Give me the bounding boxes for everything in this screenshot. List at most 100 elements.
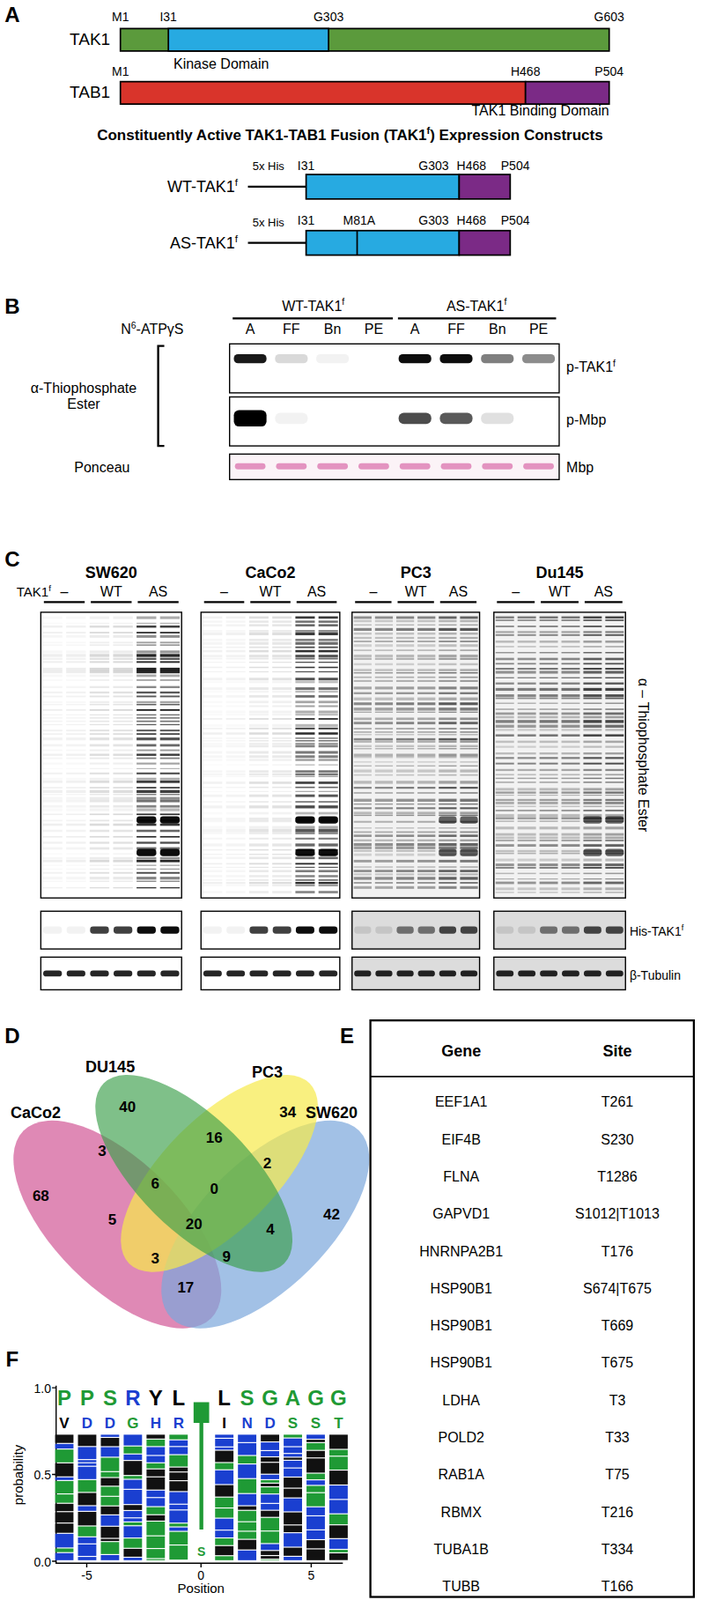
band [495,858,515,862]
band [136,804,156,808]
band [605,662,624,665]
logo-letter-bar [78,1491,97,1505]
band [66,616,86,620]
band [354,643,372,647]
band [89,674,110,678]
band [226,739,246,741]
band [136,886,156,888]
band [318,828,339,832]
band [605,651,624,653]
band [354,811,372,814]
logo-letter-bar [78,1511,97,1525]
band [249,632,269,635]
band [226,731,246,735]
logo-letter-bar [100,1446,119,1457]
logo-letter-bar [123,1517,142,1521]
band [561,790,581,793]
band [160,767,180,769]
band [318,632,339,635]
band [249,884,269,886]
band [66,634,86,638]
band [160,643,180,646]
band [605,969,624,976]
band [89,807,110,811]
band [495,777,515,779]
band [272,804,292,808]
logo-letter-bar [237,1433,257,1441]
band [459,830,478,833]
band [517,715,537,719]
band [495,804,515,807]
logo-letter-bar [214,1438,234,1447]
band [582,839,602,842]
band [539,634,559,636]
logo-letter-bar [237,1521,257,1531]
label-text: 3 [97,1142,106,1160]
band [517,878,537,879]
band [202,890,222,893]
logo-letter-bar [283,1456,303,1459]
band [417,692,436,694]
band [226,723,246,727]
logo-letter-bar [283,1433,303,1437]
band [160,772,180,775]
band [272,817,292,820]
band [396,707,414,710]
band [517,670,537,673]
band [202,831,222,834]
logo-letter-bar [55,1443,74,1448]
band [42,703,62,706]
band [459,826,478,828]
band [375,730,393,733]
band [495,697,515,700]
band [318,654,339,657]
band [249,817,269,820]
band [89,622,110,624]
logo-letter-bar [78,1462,97,1466]
band [561,787,581,790]
logo-letter-bar [260,1555,280,1558]
band [66,653,86,657]
band [249,646,269,649]
band [396,755,414,758]
band [561,677,581,679]
band [112,762,133,765]
band [495,715,515,719]
table-rule [370,1075,694,1078]
band [136,667,156,671]
label-group: AS-TAK1f [169,233,238,252]
band [561,756,581,759]
band [295,717,315,720]
band [202,750,222,753]
band [136,829,156,833]
band [480,354,514,363]
band [318,758,339,761]
band [160,926,179,934]
band [605,866,624,869]
band [112,660,133,663]
band [42,641,62,643]
band [495,794,515,796]
band [89,880,110,882]
ponceau-band [358,463,390,470]
label-text: DU145 [85,1056,135,1076]
band [354,676,372,679]
band [42,749,62,752]
band [112,786,133,789]
band [272,754,292,758]
band [136,616,156,620]
band [375,636,393,639]
band [438,697,457,701]
band [136,812,156,815]
band [354,760,372,762]
band [272,848,292,851]
band [539,787,559,790]
band [226,727,246,730]
band [495,843,515,847]
band [66,752,86,755]
label-text: 17 [177,1278,194,1297]
band [89,876,110,879]
band [354,876,372,879]
band [160,641,180,643]
band [295,794,315,797]
